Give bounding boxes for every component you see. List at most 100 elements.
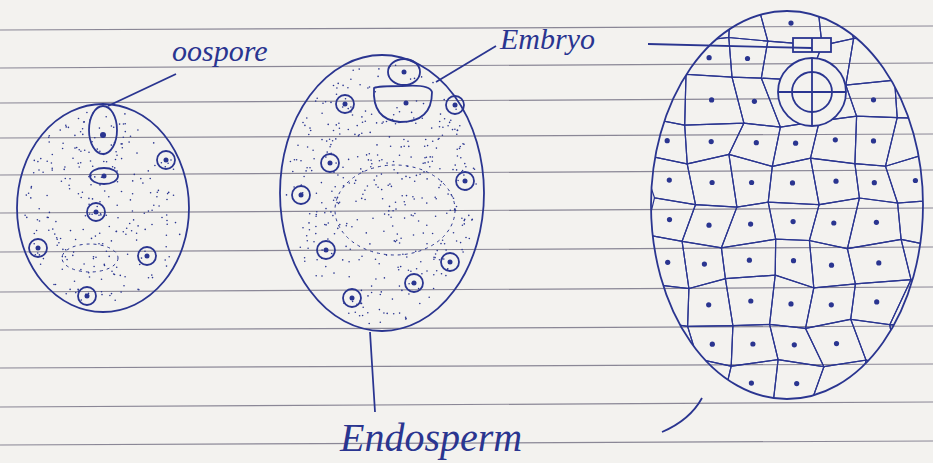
stipple-dot bbox=[359, 315, 361, 317]
stipple-dot bbox=[111, 240, 113, 242]
endosperm-cell bbox=[847, 239, 911, 284]
stipple-dot bbox=[342, 259, 344, 261]
stipple-dot bbox=[95, 235, 97, 237]
stipple-dot bbox=[101, 291, 103, 293]
stipple-dot bbox=[433, 274, 435, 276]
stipple-dot bbox=[439, 121, 441, 123]
stipple-dot bbox=[350, 78, 352, 80]
stipple-dot bbox=[462, 225, 464, 227]
stipple-dot bbox=[324, 212, 326, 214]
endosperm-cell bbox=[732, 77, 780, 127]
nucleus bbox=[321, 154, 339, 172]
stipple-dot bbox=[83, 263, 85, 265]
stipple-dot bbox=[167, 163, 169, 165]
stipple-dot bbox=[82, 128, 84, 130]
stipple-dot bbox=[78, 193, 80, 195]
stipple-dot bbox=[414, 181, 416, 183]
stipple-dot bbox=[366, 232, 368, 234]
stipple-dot bbox=[108, 256, 110, 258]
stipple-dot bbox=[309, 213, 311, 215]
stipple-dot bbox=[127, 254, 129, 256]
stipple-dot bbox=[24, 214, 26, 216]
stipple-dot bbox=[166, 265, 168, 267]
stipple-dot bbox=[456, 133, 458, 135]
stipple-dot bbox=[443, 99, 445, 101]
stipple-dot bbox=[432, 82, 434, 84]
stipple-dot bbox=[128, 141, 130, 143]
cell-nucleus bbox=[702, 262, 707, 267]
stipple-dot bbox=[403, 145, 405, 147]
stipple-dot bbox=[435, 198, 437, 200]
stipple-dot bbox=[86, 112, 88, 114]
stipple-dot bbox=[339, 224, 341, 226]
stipple-dot bbox=[335, 138, 337, 140]
stipple-dot bbox=[350, 249, 352, 251]
stipple-dot bbox=[142, 182, 144, 184]
stipple-dot bbox=[472, 219, 474, 221]
stipple-dot bbox=[316, 211, 318, 213]
stipple-dot bbox=[91, 238, 93, 240]
stipple-dot bbox=[26, 217, 28, 219]
stipple-dot bbox=[357, 219, 359, 221]
cell-nucleus bbox=[791, 258, 796, 263]
stipple-dot bbox=[123, 285, 125, 287]
stipple-dot bbox=[333, 200, 335, 202]
stipple-dot bbox=[55, 221, 57, 223]
stipple-dot bbox=[371, 285, 373, 287]
stipple-dot bbox=[408, 270, 410, 272]
stipple-dot bbox=[426, 202, 428, 204]
embryo-cell bbox=[374, 86, 432, 122]
stipple-dot bbox=[304, 257, 306, 259]
stipple-dot bbox=[75, 239, 77, 241]
stipple-dot bbox=[78, 149, 80, 151]
stipple-dot bbox=[407, 141, 409, 143]
cell-nucleus bbox=[871, 97, 876, 102]
stipple-dot bbox=[116, 231, 118, 233]
stipple-dot bbox=[125, 131, 127, 133]
stipple-dot bbox=[99, 233, 101, 235]
stipple-dot bbox=[354, 183, 356, 185]
stipple-dot bbox=[432, 140, 434, 142]
stipple-dot bbox=[362, 315, 364, 317]
stipple-dot bbox=[426, 157, 428, 159]
stipple-dot bbox=[457, 130, 459, 132]
stipple-dot bbox=[397, 267, 399, 269]
stipple-dot bbox=[365, 110, 367, 112]
stipple-dot bbox=[421, 76, 423, 78]
stipple-dot bbox=[111, 271, 113, 273]
stipple-dot bbox=[338, 123, 340, 125]
stipple-dot bbox=[355, 201, 357, 203]
cytoplasm-stipple bbox=[24, 64, 477, 324]
cell-nucleus bbox=[791, 219, 796, 224]
stipple-dot bbox=[82, 191, 84, 193]
stipple-dot bbox=[61, 180, 63, 182]
stipple-dot bbox=[405, 176, 407, 178]
stipple-dot bbox=[80, 269, 82, 271]
stipple-dot bbox=[157, 191, 159, 193]
cell-nucleus bbox=[750, 341, 755, 346]
stipple-dot bbox=[464, 223, 466, 225]
stipple-dot bbox=[106, 214, 108, 216]
stipple-dot bbox=[92, 198, 94, 200]
stipple-dot bbox=[439, 168, 441, 170]
stipple-dot bbox=[415, 250, 417, 252]
stipple-dot bbox=[399, 155, 401, 157]
stipple-dot bbox=[58, 242, 60, 244]
stipple-dot bbox=[383, 312, 385, 314]
nucleus bbox=[87, 203, 105, 221]
stipple-dot bbox=[151, 224, 153, 226]
stipple-dot bbox=[369, 153, 371, 155]
stipple-dot bbox=[424, 146, 426, 148]
stipple-dot bbox=[463, 143, 465, 145]
cell-nucleus bbox=[748, 298, 753, 303]
stipple-dot bbox=[65, 178, 67, 180]
cell-nucleus bbox=[748, 222, 753, 227]
cell-nucleus bbox=[913, 178, 918, 183]
stipple-dot bbox=[355, 180, 357, 182]
nucleus bbox=[336, 95, 354, 113]
stipple-dot bbox=[414, 213, 416, 215]
stipple-dot bbox=[358, 68, 360, 70]
stipple-dot bbox=[96, 206, 98, 208]
stipple-dot bbox=[377, 76, 379, 78]
stipple-dot bbox=[98, 214, 100, 216]
